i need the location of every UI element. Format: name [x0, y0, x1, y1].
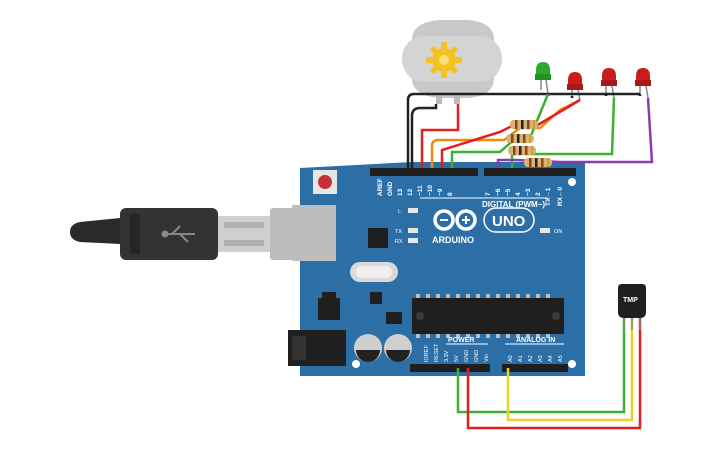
pin-label-a5: A5 — [558, 355, 564, 362]
model-label: UNO — [492, 213, 526, 230]
pin-label-vin: Vin — [484, 354, 490, 362]
wire-gnd-motor[interactable] — [410, 104, 438, 168]
capacitor-2 — [384, 334, 412, 362]
resistor-1[interactable] — [510, 120, 538, 129]
pin-label-0: RX←0 — [557, 186, 564, 206]
pin-label-3: ~3 — [525, 188, 532, 196]
pin-label-7: 7 — [485, 192, 492, 196]
l-label: L — [398, 209, 401, 215]
pin-label-5v: 5V — [454, 355, 460, 362]
brand-label: ARDUINO — [432, 235, 474, 245]
pin-label-3v3: 3.3V — [444, 350, 450, 362]
pin-label-reset: RESET — [434, 343, 440, 362]
analog-header[interactable] — [502, 364, 568, 372]
analog-header-label: ANALOG IN — [516, 337, 555, 344]
pin-label-aref: AREF — [377, 178, 384, 196]
mount-hole — [568, 178, 576, 186]
on-label: ON — [554, 229, 562, 235]
pin-label-gnd: GND — [387, 181, 394, 196]
tx-label: TX — [395, 229, 402, 235]
arduino-uno-board[interactable]: AREF GND 13 12 ~11 ~10 ~9 8 7 ~6 ~5 4 ~3… — [288, 162, 585, 376]
reset-button[interactable] — [313, 170, 337, 194]
capacitor-1 — [354, 334, 382, 362]
mount-hole — [352, 360, 360, 368]
pin-label-12: 12 — [407, 188, 414, 196]
small-chip — [370, 292, 382, 304]
wire-orange[interactable] — [430, 98, 581, 168]
pin-label-a4: A4 — [548, 355, 554, 362]
wire-gnd-leds[interactable] — [406, 92, 570, 168]
motor-shaft-icon — [426, 42, 462, 78]
pin-label-gnd-1: GND — [464, 350, 470, 362]
usb-chip — [368, 228, 388, 248]
voltage-regulator — [318, 298, 340, 320]
power-pin-labels: IOREF RESET 3.3V 5V GND GND Vin — [424, 343, 490, 362]
usb-icon — [161, 225, 195, 243]
power-header-label: POWER — [448, 337, 474, 344]
analog-pin-labels: A0 A1 A2 A3 A4 A5 — [508, 355, 564, 362]
wire-red-resistor[interactable] — [440, 124, 513, 168]
pin-label-11: ~11 — [417, 185, 424, 196]
wire-purple[interactable] — [496, 97, 654, 168]
power-jack — [288, 330, 346, 366]
led-red-3[interactable] — [635, 68, 651, 99]
resistor-3[interactable] — [508, 146, 536, 155]
led-green[interactable] — [535, 62, 551, 95]
pin-label-5: ~5 — [505, 188, 512, 196]
pin-label-1: TX→1 — [545, 187, 552, 206]
pin-label-13: 13 — [397, 188, 404, 196]
mount-hole — [568, 360, 576, 368]
led-red-1[interactable] — [567, 72, 583, 101]
pin-label-9: ~9 — [437, 188, 444, 196]
resistor-4[interactable] — [524, 158, 552, 167]
pin-label-8: 8 — [447, 192, 454, 196]
on-led — [540, 228, 550, 233]
usb-jack — [292, 205, 336, 261]
pin-label-a1: A1 — [518, 355, 524, 362]
pin-label-a2: A2 — [528, 355, 534, 362]
pin-label-4: 4 — [515, 192, 522, 196]
arduino-logo-icon — [433, 209, 477, 231]
pin-label-6: ~6 — [495, 188, 502, 196]
pin-label-10: ~10 — [427, 185, 434, 196]
atmega-chip — [412, 294, 564, 338]
wire-tmp-gnd[interactable] — [456, 318, 626, 414]
pin-label-a3: A3 — [538, 355, 544, 362]
uno-badge: UNO — [483, 207, 535, 233]
wire-green-led[interactable] — [450, 93, 550, 168]
digital-header-label: DIGITAL (PWM~) — [482, 200, 545, 209]
rx-label: RX — [395, 239, 403, 245]
dc-motor[interactable] — [402, 20, 502, 104]
wire-motor-signal[interactable] — [420, 104, 460, 168]
pin-label-gnd-2: GND — [474, 350, 480, 362]
wire-tmp-signal[interactable] — [506, 318, 634, 422]
digital-header[interactable] — [370, 168, 576, 176]
power-header[interactable] — [410, 364, 490, 372]
l-led — [408, 208, 418, 213]
resistor-2[interactable] — [506, 134, 534, 143]
tmp-sensor[interactable]: TMP — [618, 284, 646, 330]
tmp-sensor-label: TMP — [623, 297, 638, 304]
tx-led — [408, 228, 418, 233]
digital-pin-labels: AREF GND 13 12 ~11 ~10 ~9 8 7 ~6 ~5 4 ~3… — [377, 178, 564, 206]
pin-label-ioref: IOREF — [424, 345, 430, 362]
pin-label-a0: A0 — [508, 355, 514, 362]
wire-tmp-power[interactable] — [466, 318, 642, 430]
rx-led — [408, 238, 418, 243]
pin-label-2: 2 — [535, 192, 542, 196]
